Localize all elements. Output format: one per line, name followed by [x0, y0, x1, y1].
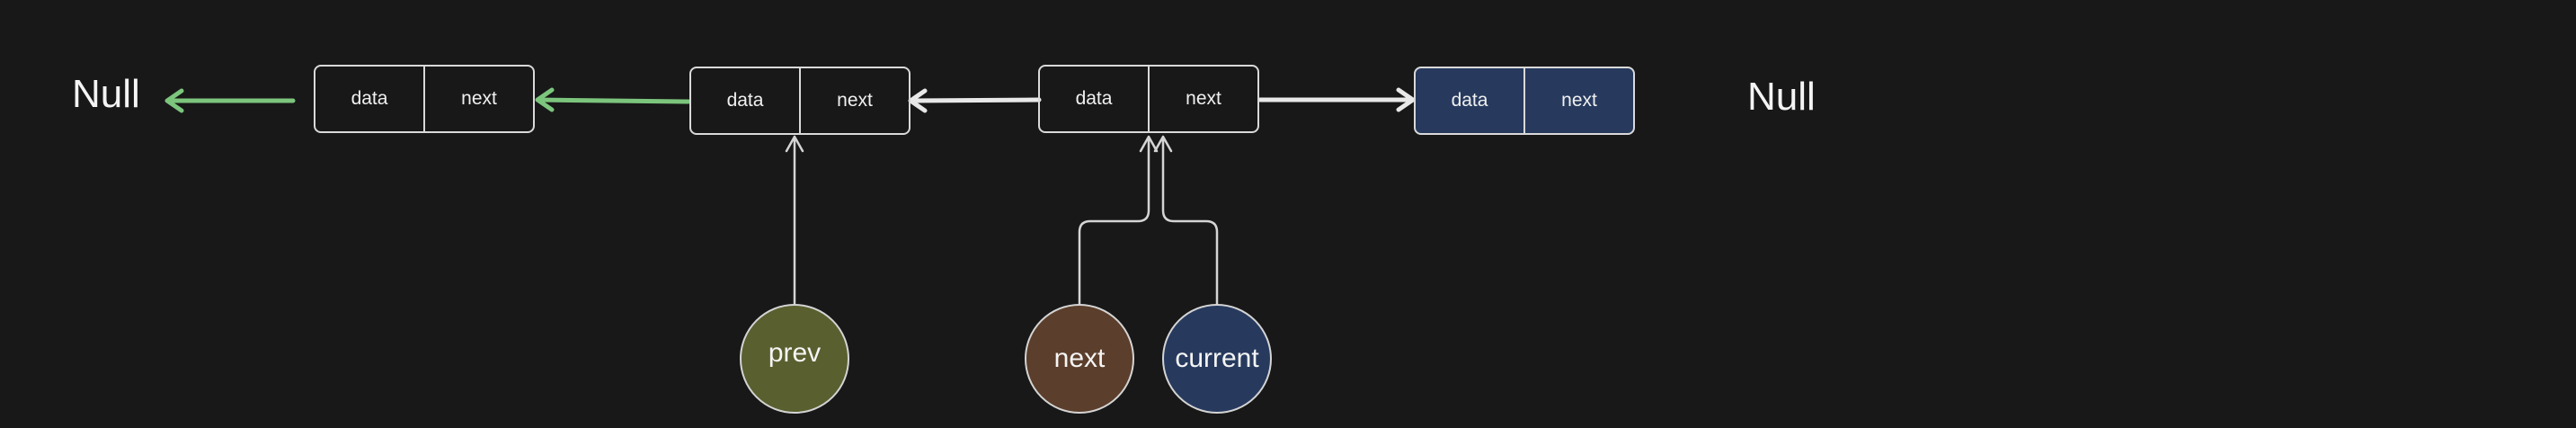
node-data-field: data: [691, 68, 801, 133]
reversed-link-node1-to-null: [164, 88, 296, 113]
node-next-field: next: [1561, 90, 1597, 111]
list-node-3: data next: [1038, 65, 1259, 133]
node-data-field: data: [315, 67, 425, 131]
current-pointer-line: [1153, 135, 1219, 306]
link-node3-to-node4: [1257, 87, 1416, 112]
current-pointer-circle: current: [1162, 304, 1272, 414]
link-node3-to-node2: [908, 88, 1042, 113]
next-pointer-circle: next: [1025, 304, 1134, 414]
list-node-4: data next: [1414, 67, 1635, 135]
prev-pointer-circle: prev: [740, 304, 849, 414]
list-node-2: data next: [689, 67, 910, 135]
reversed-link-node2-to-node1: [535, 87, 691, 112]
prev-pointer-line: [785, 135, 804, 308]
null-right-label: Null: [1747, 75, 1816, 119]
node-next-field: next: [837, 90, 873, 111]
node-data-field: data: [1416, 68, 1525, 133]
next-pointer-line: [1078, 135, 1159, 306]
null-left-label: Null: [72, 72, 140, 116]
node-next-field: next: [1186, 88, 1221, 109]
node-data-field: data: [1040, 67, 1150, 131]
node-next-field: next: [461, 88, 497, 109]
list-node-1: data next: [314, 65, 535, 133]
